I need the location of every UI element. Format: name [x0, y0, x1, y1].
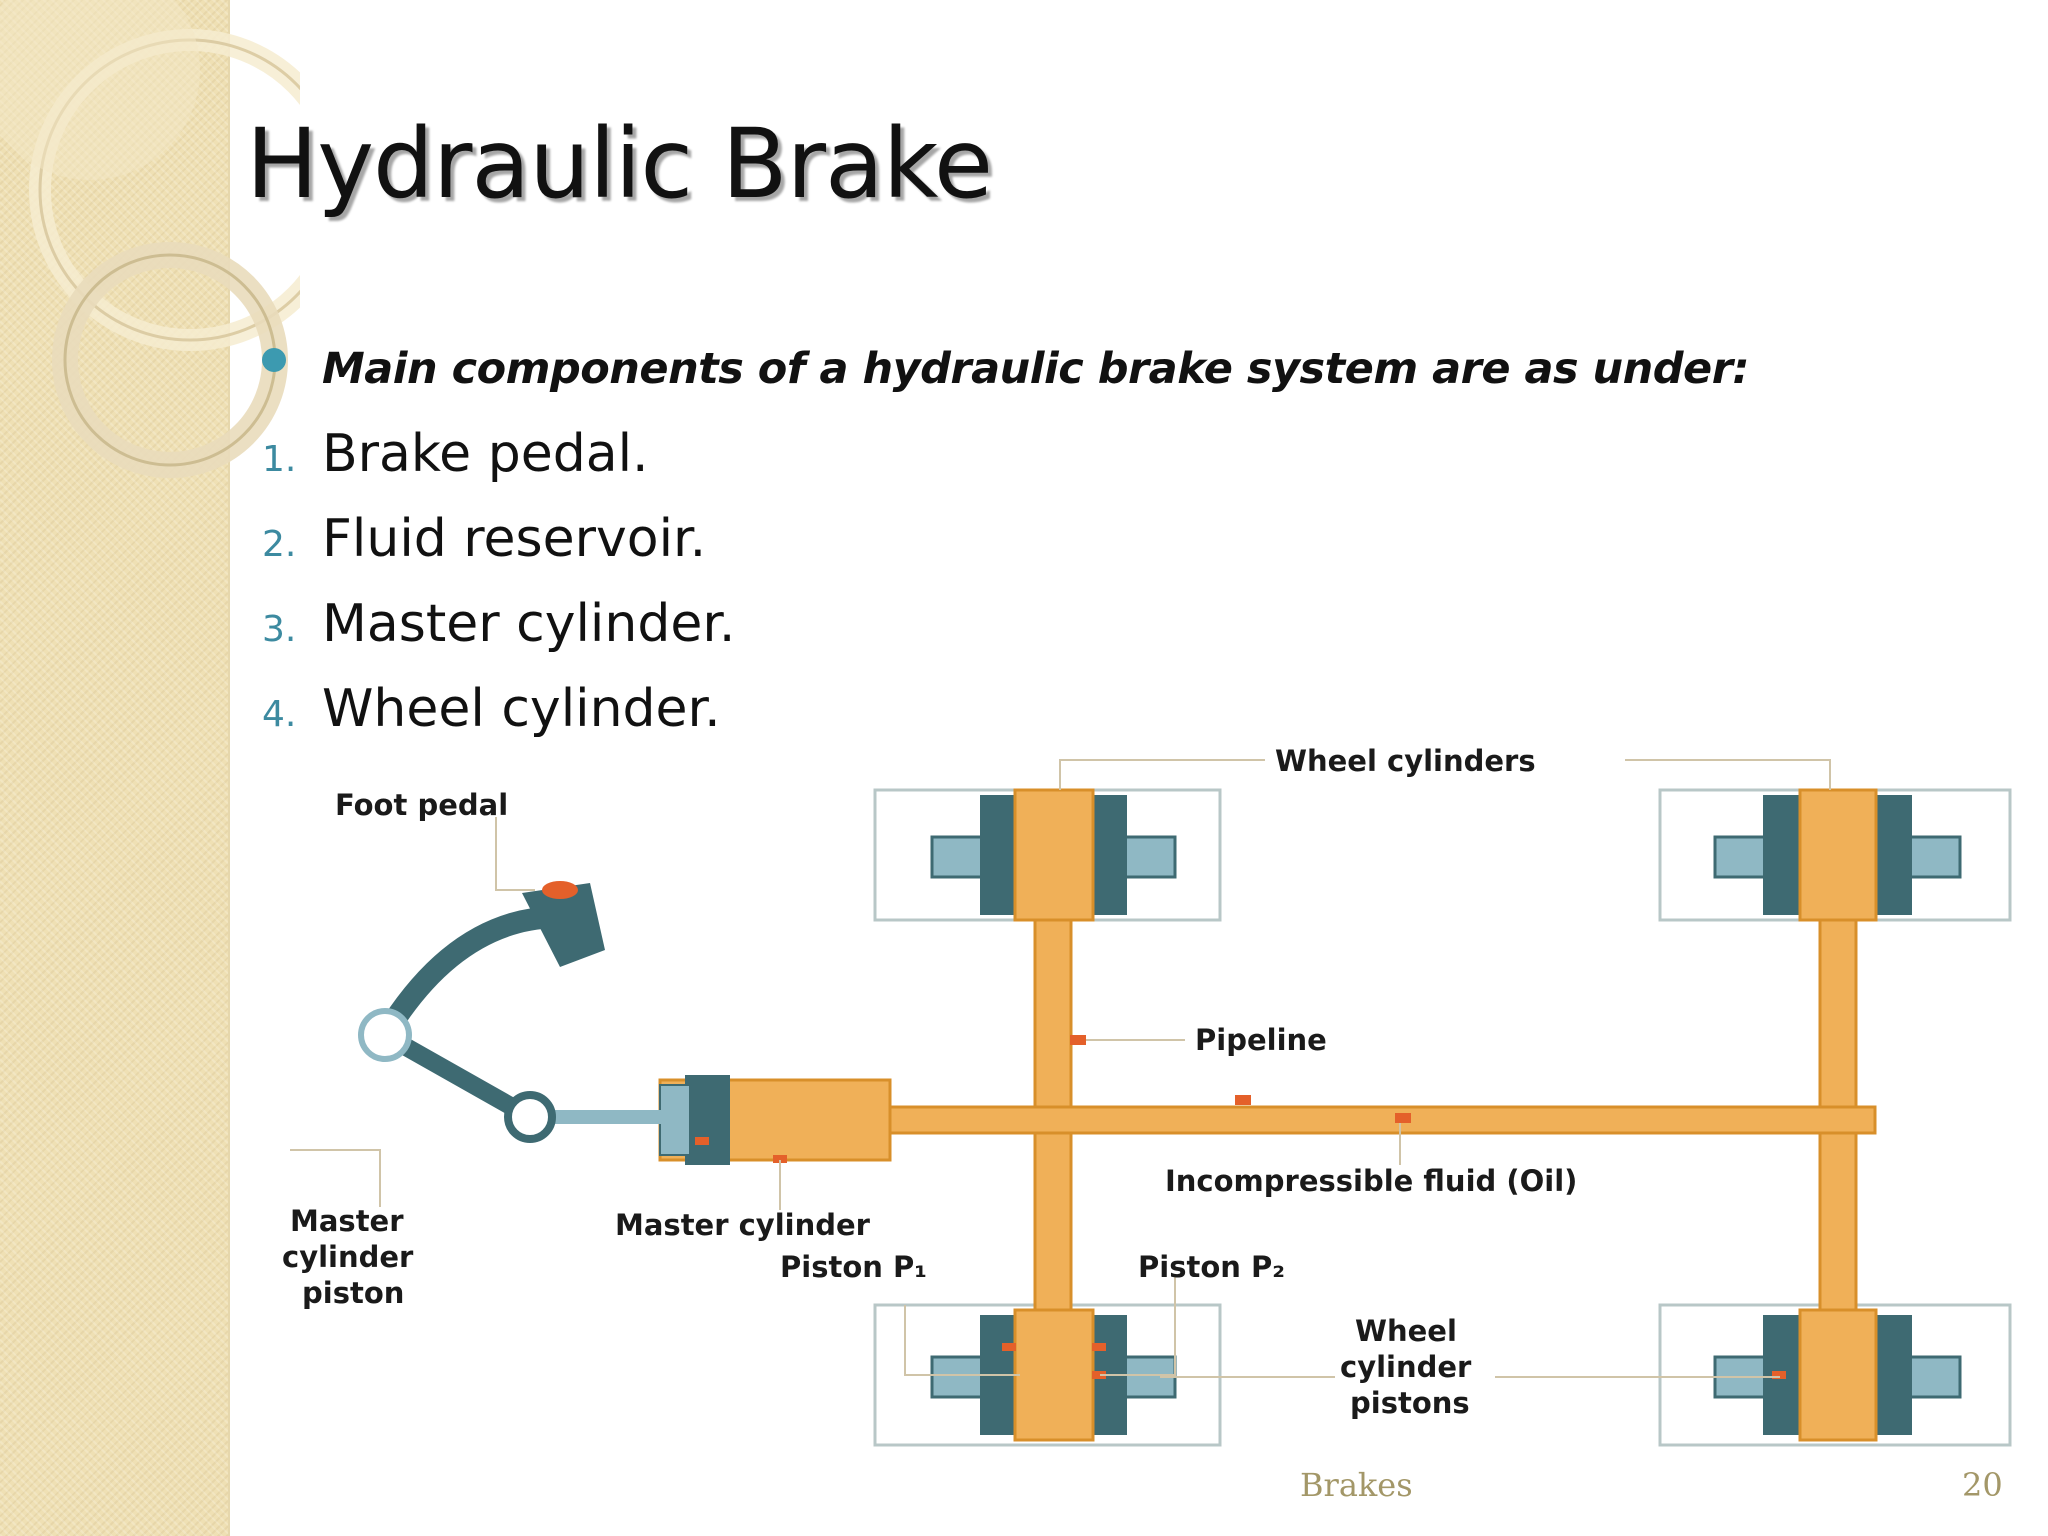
label-master-cylinder: Master cylinder — [615, 1208, 871, 1242]
page-number: 20 — [1962, 1466, 2003, 1504]
list-number: 4. — [262, 694, 297, 735]
label-wheel-cylinder-pistons-1: Wheel — [1355, 1314, 1457, 1348]
intro-text: Main components of a hydraulic brake sys… — [322, 344, 1750, 394]
wheel-cylinder-bottom-right — [1713, 1308, 1962, 1442]
pipeline — [888, 903, 1877, 1327]
brake-pedal-linkage — [358, 881, 670, 1143]
list-item: 1. Brake pedal. — [262, 424, 649, 484]
label-piston-p2: Piston P₂ — [1138, 1250, 1285, 1284]
list-text: Master cylinder. — [322, 594, 736, 654]
list-item: 3. Master cylinder. — [262, 594, 735, 654]
leader-lines — [290, 759, 1831, 1378]
label-pipeline: Pipeline — [1195, 1023, 1327, 1057]
list-text: Fluid reservoir. — [322, 509, 707, 569]
footer-label: Brakes — [1300, 1466, 1413, 1504]
label-wheel-cylinder-pistons-2: cylinder — [1340, 1350, 1472, 1384]
pipe-markers — [1070, 1035, 1411, 1123]
list-item: 2. Fluid reservoir. — [262, 509, 706, 569]
list-text: Brake pedal. — [322, 424, 649, 484]
list-item: 4. Wheel cylinder. — [262, 679, 721, 739]
label-incompressible-fluid: Incompressible fluid (Oil) — [1165, 1164, 1577, 1198]
label-wheel-cylinders: Wheel cylinders — [1275, 745, 1536, 778]
list-number: 2. — [262, 524, 297, 565]
label-wheel-cylinder-pistons-3: pistons — [1350, 1386, 1470, 1420]
label-foot-pedal: Foot pedal — [335, 788, 508, 822]
bullet-icon — [262, 348, 286, 372]
label-piston-p1: Piston P₁ — [780, 1250, 927, 1284]
label-master-cylinder-piston-1: Master — [290, 1204, 404, 1238]
wheel-cylinder-top-right — [1713, 788, 1962, 922]
hydraulic-brake-diagram: Foot pedal Wheel cylinders Pipeline Inco… — [282, 745, 2012, 1447]
list-number: 1. — [262, 439, 297, 480]
decorative-circles — [0, 0, 300, 478]
master-cylinder — [658, 1075, 892, 1165]
label-master-cylinder-piston-3: piston — [302, 1276, 404, 1310]
wheel-cylinder-top-left — [930, 788, 1177, 922]
list-text: Wheel cylinder. — [322, 679, 721, 739]
slide-title: Hydraulic Brake — [246, 108, 993, 220]
label-master-cylinder-piston-2: cylinder — [282, 1240, 414, 1274]
list-number: 3. — [262, 609, 297, 650]
